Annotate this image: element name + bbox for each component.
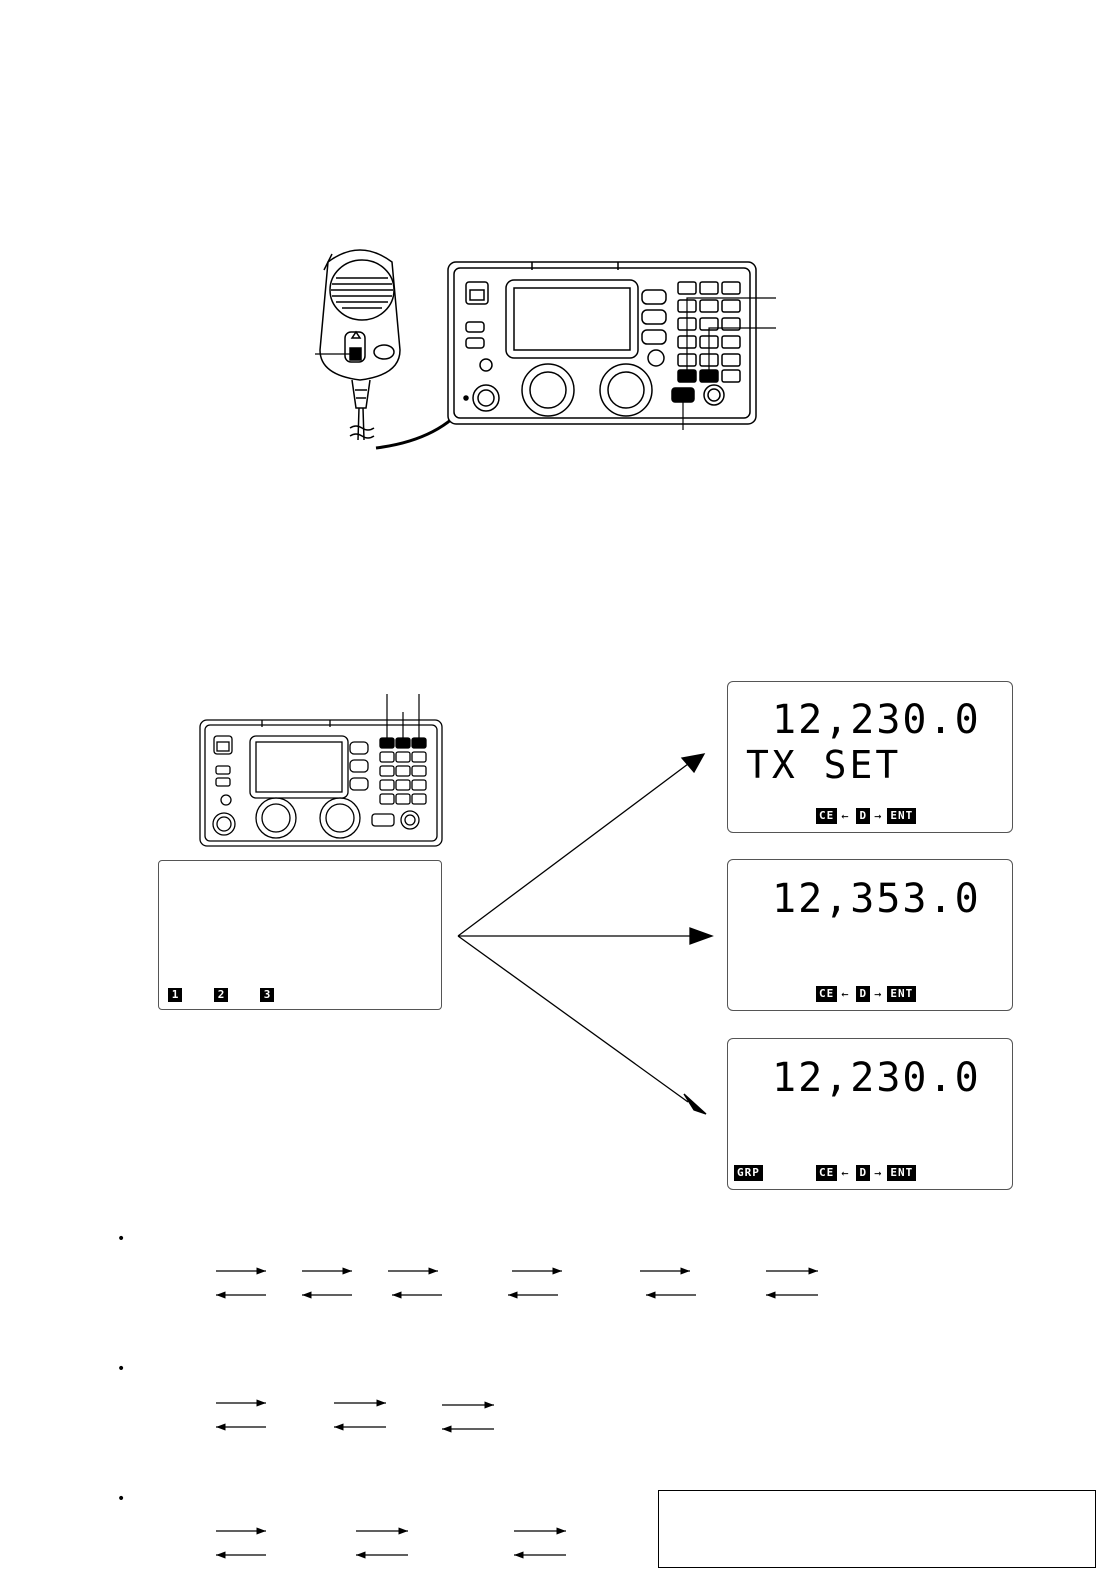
lcd-top-message: TX SET bbox=[746, 743, 902, 787]
note-box bbox=[658, 1490, 1096, 1568]
ce-key[interactable]: CE bbox=[816, 986, 838, 1002]
select-key-2[interactable]: 2 bbox=[214, 988, 228, 1002]
ce-key[interactable]: CE bbox=[816, 1165, 838, 1181]
ent-key[interactable]: ENT bbox=[887, 986, 917, 1002]
bullet-1: • bbox=[117, 1231, 126, 1247]
lcd-mid-frequency: 12,353.0 bbox=[772, 876, 981, 922]
lcd-top-frequency: 12,230.0 bbox=[772, 697, 981, 743]
ent-key[interactable]: ENT bbox=[887, 1165, 917, 1181]
lcd-frequency-set bbox=[727, 859, 1013, 1011]
sequence-arrows bbox=[216, 1267, 818, 1559]
left-arrow-icon: ← bbox=[841, 809, 849, 823]
d-key[interactable]: D bbox=[856, 808, 871, 824]
grp-key[interactable]: GRP bbox=[734, 1165, 763, 1181]
right-arrow-icon: → bbox=[874, 809, 882, 823]
microphone bbox=[319, 249, 401, 441]
right-arrow-icon: → bbox=[874, 1166, 882, 1180]
left-arrow-icon: ← bbox=[841, 987, 849, 1001]
lcd-bot-frequency: 12,230.0 bbox=[772, 1055, 981, 1101]
select-key-1[interactable]: 1 bbox=[168, 988, 182, 1002]
lcd-group-set bbox=[727, 1038, 1013, 1190]
mic-connection-illustration bbox=[315, 249, 776, 450]
lcd-mid-softkeys: CE ← D → ENT bbox=[816, 986, 917, 1002]
left-arrow-icon: ← bbox=[841, 1166, 849, 1180]
lcd-bot-softkeys: CE ← D → ENT bbox=[816, 1165, 917, 1181]
right-arrow-icon: → bbox=[874, 987, 882, 1001]
bullet-2: • bbox=[117, 1361, 126, 1377]
small-transceiver-illustration bbox=[199, 694, 443, 847]
select-key-3[interactable]: 3 bbox=[260, 988, 274, 1002]
branch-arrows bbox=[457, 753, 714, 1115]
lcd-top-softkeys: CE ← D → ENT bbox=[816, 808, 917, 824]
d-key[interactable]: D bbox=[856, 986, 871, 1002]
lcd-tx-set bbox=[727, 681, 1013, 833]
bullet-3: • bbox=[117, 1491, 126, 1507]
transceiver bbox=[447, 261, 757, 425]
ent-key[interactable]: ENT bbox=[887, 808, 917, 824]
ce-key[interactable]: CE bbox=[816, 808, 838, 824]
selection-lcd bbox=[158, 860, 442, 1010]
d-key[interactable]: D bbox=[856, 1165, 871, 1181]
